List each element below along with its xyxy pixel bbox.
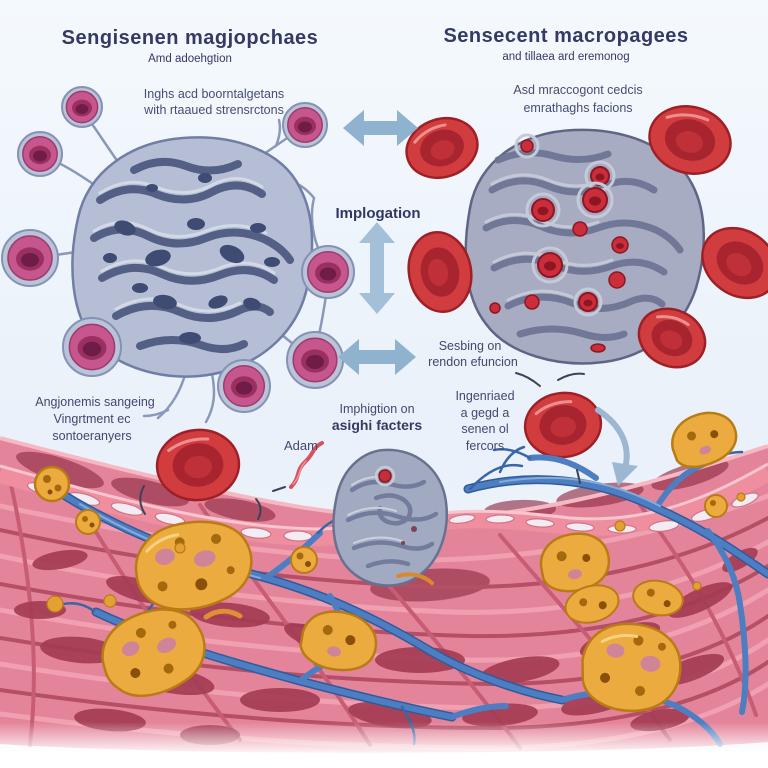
- imph-label-line2: asighi facters: [332, 417, 422, 433]
- exchange-arrow-horizontal-mid: [338, 339, 416, 375]
- foam-dots: [46, 486, 746, 613]
- adam-label: Adam: [284, 438, 318, 453]
- right-panel-subtitle: and tillaea ard eremonog: [502, 51, 629, 63]
- foam-cell: [704, 494, 728, 518]
- red-blood-cell: [407, 230, 473, 314]
- red-inclusion: [573, 287, 603, 317]
- imph-label-line1: Imphigtion on: [339, 402, 414, 416]
- right-panel-title: Sensecent macropagees: [443, 25, 688, 47]
- foam-cell: [299, 610, 378, 672]
- foam-cell: [75, 509, 101, 535]
- red-squiggle: [289, 441, 324, 489]
- pink-cell: [286, 331, 344, 389]
- angio-label-line3: sontoeranyers: [52, 429, 131, 443]
- annotation-marks: [139, 372, 585, 520]
- angio-label-line1: Angjonemis sangeing: [35, 395, 155, 409]
- right-caption-line1: Asd mraccogont cedcis: [513, 83, 642, 97]
- left-caption-line2: with rtaaued strensrctons: [143, 103, 284, 117]
- exchange-label: Implogation: [336, 205, 421, 222]
- left-caption-line1: Inghs acd boorntalgetans: [144, 87, 284, 101]
- tissue-macrophage-red-spot: [378, 469, 392, 483]
- foam-cell: [539, 532, 611, 593]
- red-blood-cell: [648, 105, 732, 175]
- red-inclusion: [590, 343, 606, 353]
- engulfed-red-inclusions: [489, 133, 629, 353]
- foam-cell: [671, 411, 738, 469]
- pink-satellite-cells: [1, 86, 355, 413]
- senescent-macrophage: [464, 128, 705, 365]
- red-blood-cell: [701, 226, 768, 300]
- red-blood-cell: [405, 117, 479, 179]
- left-macrophage-pores: [103, 173, 280, 344]
- red-inclusion: [611, 236, 629, 254]
- foam-cell: [134, 520, 253, 611]
- red-inclusion: [584, 160, 616, 192]
- pink-cell: [62, 317, 122, 377]
- right-caption-line2: emrathaghs facions: [523, 101, 632, 115]
- tissue-macrophage: [332, 448, 448, 587]
- red-inclusion: [608, 271, 626, 289]
- red-blood-cell: [155, 428, 241, 502]
- pink-cell: [17, 131, 63, 177]
- pink-cell: [282, 102, 328, 148]
- sesting-label-line2: rendon efuncion: [428, 355, 518, 369]
- ingen-label-line4: fercors: [466, 439, 504, 453]
- foam-cell: [581, 622, 682, 712]
- pink-cell: [1, 229, 59, 287]
- red-inclusion: [525, 192, 561, 228]
- left-macrophage: [71, 136, 314, 378]
- ingen-label-line1: Ingenriaed: [455, 389, 514, 403]
- curved-arrow-down: [595, 407, 638, 486]
- red-inclusion: [576, 181, 614, 219]
- ingen-label-line2: a gegd a: [461, 406, 510, 420]
- pink-cell: [61, 86, 103, 128]
- pink-cell: [301, 245, 355, 299]
- sesting-label-line1: Sesbing on: [439, 339, 502, 353]
- pink-cell: [217, 359, 271, 413]
- exchange-arrow-vertical: [359, 222, 395, 314]
- orange-streaks: [203, 572, 434, 620]
- foam-cell: [564, 584, 620, 624]
- red-inclusion: [489, 302, 501, 314]
- foam-cell: [632, 579, 684, 617]
- red-blood-cell: [523, 391, 603, 459]
- exchange-arrow-horizontal-top: [343, 110, 418, 146]
- red-inclusion: [572, 221, 588, 237]
- left-macrophage-highlights: [92, 177, 276, 313]
- left-panel-subtitle: Amd adoehgtion: [148, 53, 232, 65]
- foam-cell: [290, 546, 318, 574]
- angio-label-line2: Vingrtment ec: [54, 412, 131, 426]
- foam-cell: [101, 608, 206, 698]
- red-inclusion: [524, 294, 540, 310]
- bottom-fade: [0, 722, 768, 768]
- foam-cells: [33, 411, 746, 712]
- foam-cell: [33, 465, 71, 503]
- tissue-macrophage-spot-ring: [374, 465, 396, 487]
- ingen-label-line3: senen ol: [461, 422, 508, 436]
- red-inclusion: [531, 246, 569, 284]
- red-inclusion: [514, 133, 540, 159]
- left-panel-title: Sengisenen magjopchaes: [62, 27, 319, 49]
- red-blood-cells: [405, 105, 768, 459]
- red-blood-cell: [637, 307, 707, 369]
